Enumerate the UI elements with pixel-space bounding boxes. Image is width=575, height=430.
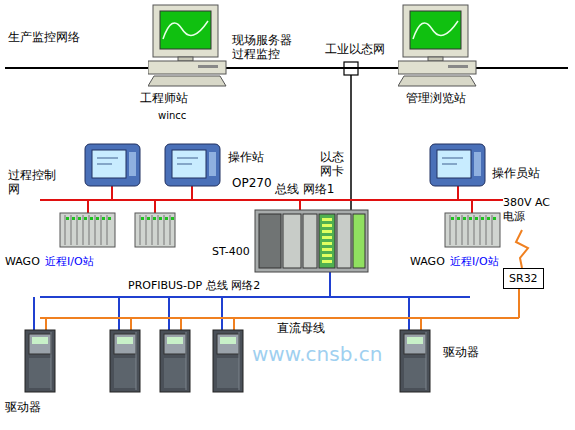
plc-leds (322, 218, 332, 263)
computer-station: 管理浏览站 (398, 3, 480, 118)
watermark: www.cnsb.cn (252, 342, 382, 366)
computer-icon (398, 3, 478, 89)
panel-model: OP270 (232, 176, 272, 190)
operator-panel (85, 144, 485, 186)
vendor-label: WAGO (5, 255, 40, 269)
card-link (350, 75, 352, 212)
network-label: 过程控制 网 (8, 168, 61, 196)
bus-label: 总线 网络1 (275, 182, 334, 196)
station-label: wincc (158, 109, 186, 123)
drive-label: 驱动器 (443, 345, 479, 359)
panel-label: 操作员站 (492, 166, 540, 180)
station-type: 近程I/O站 (450, 255, 499, 269)
computer-station: 现场服务器 过程监控工程师站 wincc (140, 3, 312, 128)
plc-model: ST-400 (212, 245, 250, 259)
network-label: 工业以态网 (325, 42, 385, 56)
bus-label: 直流母线 (275, 321, 327, 335)
profibus-line (34, 272, 470, 330)
station-type: 近程I/O站 (45, 255, 94, 269)
drive-units (25, 330, 430, 392)
card-label: 以态 网卡 (320, 150, 348, 178)
vendor-label: WAGO (410, 255, 445, 269)
bus-label: PROFIBUS-DP 总线 网络2 (128, 279, 260, 293)
ethernet-line (5, 67, 568, 69)
station-label: 工程师站 (140, 91, 188, 105)
station-label: 管理浏览站 (406, 91, 466, 105)
drive-label: 驱动器 (5, 400, 41, 414)
bus-network-1 (40, 186, 503, 213)
power-label: 380V AC 电源 (503, 196, 555, 224)
device-box: SR32 (503, 268, 544, 289)
network-title: 生产监控网络 (8, 30, 80, 44)
device-name: SR32 (509, 272, 538, 285)
plc-rack (255, 210, 368, 272)
ethernet-connector (312, 67, 398, 69)
station-label: 现场服务器 过程监控 (232, 33, 304, 61)
panel-label: 操作站 (228, 150, 264, 164)
computer-icon (148, 3, 228, 89)
